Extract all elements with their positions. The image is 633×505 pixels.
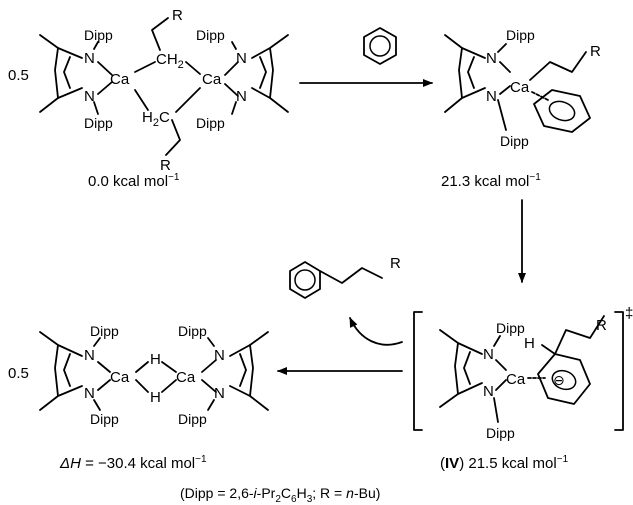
- atom-n: N: [236, 50, 247, 67]
- atom-r: R: [160, 157, 171, 174]
- atom-n: N: [486, 50, 497, 67]
- compound-dimer-alkyl: 0.5 N N Dipp Dipp Ca CH2 R H2C R Ca N N …: [8, 7, 289, 190]
- transition-state-iv: ‡ N N Dipp Dipp Ca H R ⊖ (IV) 21.5 kcal …: [413, 305, 633, 472]
- atom-n: N: [214, 385, 225, 402]
- label-dipp: Dipp: [196, 27, 225, 43]
- stoich-coefficient-1: 0.5: [8, 67, 29, 84]
- atom-ca: Ca: [506, 371, 526, 388]
- atom-ca: Ca: [110, 71, 130, 88]
- energy-label-1: 0.0 kcal mol−1: [88, 172, 180, 190]
- energy-label-2: 21.3 kcal mol−1: [441, 172, 541, 190]
- charge-minus-icon: ⊖: [553, 372, 565, 388]
- atom-n: N: [84, 347, 95, 364]
- label-dipp: Dipp: [90, 323, 119, 339]
- atom-n: N: [486, 88, 497, 105]
- atom-r: R: [596, 317, 607, 334]
- compound-benzene-adduct: N N Dipp Dipp Ca R 21.3 kcal mol−1: [441, 27, 601, 190]
- atom-n: N: [84, 50, 95, 67]
- label-dipp: Dipp: [500, 133, 529, 149]
- atom-ca: Ca: [510, 79, 530, 96]
- atom-n: N: [214, 347, 225, 364]
- label-dipp: Dipp: [506, 27, 535, 43]
- atom-n: N: [84, 385, 95, 402]
- label-dipp: Dipp: [84, 27, 113, 43]
- energy-label-4: ΔH = −30.4 kcal mol−1: [59, 454, 207, 472]
- reaction-arrow-curved: [349, 317, 403, 346]
- label-dipp: Dipp: [90, 411, 119, 427]
- atom-r: R: [172, 7, 183, 24]
- atom-n: N: [236, 88, 247, 105]
- label-dipp: Dipp: [196, 115, 225, 131]
- atom-h: H: [150, 351, 161, 368]
- atom-h: H: [150, 389, 161, 406]
- benzene-reagent: [363, 27, 397, 65]
- label-dipp: Dipp: [496, 320, 525, 336]
- energy-label-3: (IV) 21.5 kcal mol−1: [440, 454, 569, 472]
- atom-h2c: H2C: [142, 109, 170, 129]
- compound-dimer-hydride: 0.5 N N Dipp Dipp Ca H H Ca N N Dipp Dip…: [8, 323, 269, 472]
- atom-ca: Ca: [110, 369, 130, 386]
- atom-n: N: [483, 383, 494, 400]
- atom-h: H: [524, 335, 535, 352]
- atom-ca: Ca: [176, 369, 196, 386]
- atom-ch2: CH2: [156, 51, 184, 71]
- label-dipp: Dipp: [84, 115, 113, 131]
- atom-r: R: [590, 43, 601, 60]
- product-alkylbenzene: R: [289, 255, 401, 299]
- atom-r: R: [390, 255, 401, 272]
- label-dipp: Dipp: [178, 411, 207, 427]
- label-dipp: Dipp: [486, 425, 515, 441]
- label-dipp: Dipp: [178, 323, 207, 339]
- ts-double-dagger: ‡: [625, 305, 633, 322]
- footnote-definitions: (Dipp = 2,6-i-Pr2C6H3; R = n-Bu): [180, 485, 380, 505]
- stoich-coefficient-2: 0.5: [8, 365, 29, 382]
- atom-n: N: [483, 346, 494, 363]
- atom-n: N: [84, 88, 95, 105]
- atom-ca: Ca: [202, 71, 222, 88]
